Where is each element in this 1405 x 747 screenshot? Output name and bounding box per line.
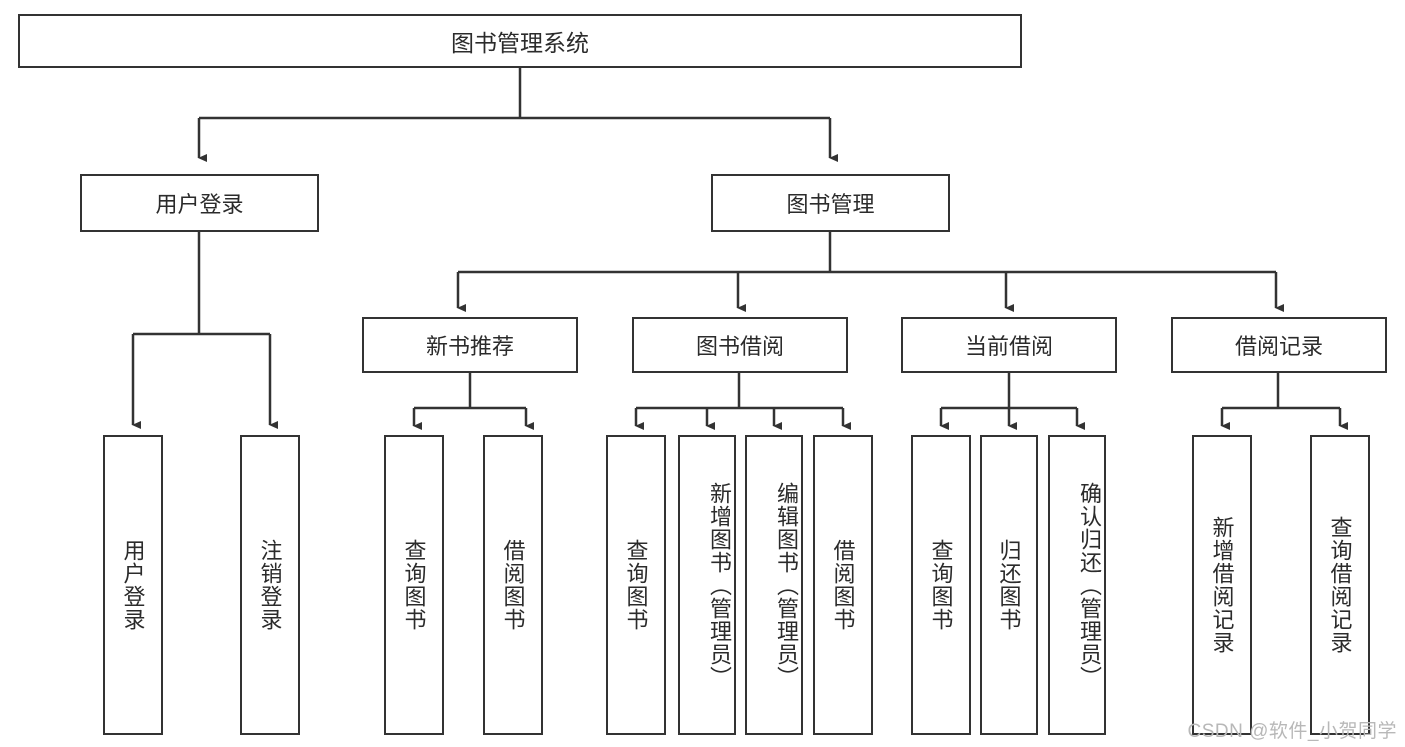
node-book-management[interactable]: 图书管理: [711, 174, 950, 232]
leaf-borrow-borrow-book[interactable]: 借阅图书: [813, 435, 873, 735]
node-root-system[interactable]: 图书管理系统: [18, 14, 1022, 68]
leaf-current-confirm-return-admin[interactable]: 确认归还（管理员）: [1048, 435, 1106, 735]
leaf-new-book-query[interactable]: 查询图书: [384, 435, 444, 735]
leaf-new-book-borrow[interactable]: 借阅图书: [483, 435, 543, 735]
leaf-user-login-login[interactable]: 用户登录: [103, 435, 163, 735]
leaf-record-add-record[interactable]: 新增借阅记录: [1192, 435, 1252, 735]
node-borrow-record[interactable]: 借阅记录: [1171, 317, 1387, 373]
leaf-borrow-query-book[interactable]: 查询图书: [606, 435, 666, 735]
leaf-borrow-edit-book-admin[interactable]: 编辑图书（管理员）: [745, 435, 803, 735]
leaf-current-return-book[interactable]: 归还图书: [980, 435, 1038, 735]
node-new-book-recommend[interactable]: 新书推荐: [362, 317, 578, 373]
node-user-login[interactable]: 用户登录: [80, 174, 319, 232]
leaf-record-query-record[interactable]: 查询借阅记录: [1310, 435, 1370, 735]
csdn-watermark: CSDN @软件_小贺同学: [1187, 721, 1397, 742]
node-book-borrow[interactable]: 图书借阅: [632, 317, 848, 373]
leaf-current-query-book[interactable]: 查询图书: [911, 435, 971, 735]
node-current-borrow[interactable]: 当前借阅: [901, 317, 1117, 373]
leaf-borrow-add-book-admin[interactable]: 新增图书（管理员）: [678, 435, 736, 735]
leaf-user-login-logout[interactable]: 注销登录: [240, 435, 300, 735]
